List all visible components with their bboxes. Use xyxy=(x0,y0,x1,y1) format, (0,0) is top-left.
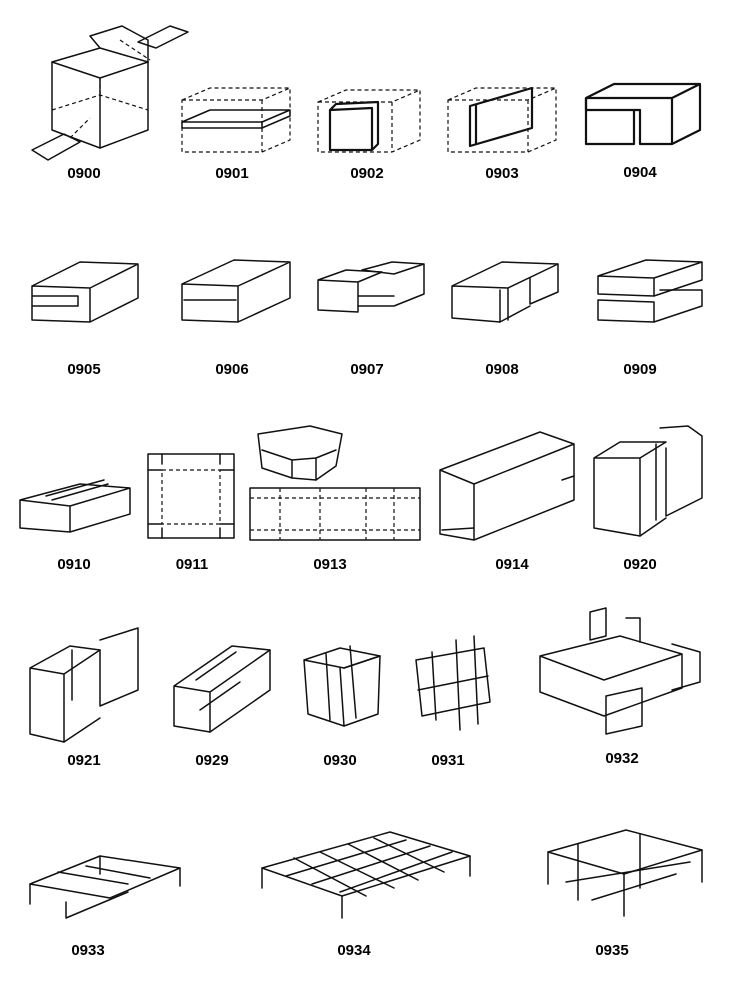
channel-insert-icon xyxy=(173,645,271,733)
style-code-0913: 0913 xyxy=(313,556,346,573)
figure-0908: 0908 xyxy=(451,261,559,378)
style-code-0909: 0909 xyxy=(623,361,656,378)
figure-0906: 0906 xyxy=(181,259,291,378)
divider-grid-icon xyxy=(415,635,491,731)
style-code-0907: 0907 xyxy=(350,361,383,378)
style-code-0901: 0901 xyxy=(215,165,248,182)
low-divider-grid-icon xyxy=(29,855,181,919)
figure-0935: 0935 xyxy=(547,829,703,959)
style-code-0935: 0935 xyxy=(595,942,628,959)
figure-0907: 0907 xyxy=(317,261,425,378)
figure-0920: 0920 xyxy=(593,425,703,573)
figure-0910: 0910 xyxy=(19,479,131,573)
slotted-sleeve-icon xyxy=(19,479,131,533)
multi-cell-divider-icon xyxy=(261,831,471,919)
style-code-0920: 0920 xyxy=(623,556,656,573)
flat-blank-icon xyxy=(147,453,235,539)
figure-0904: 0904 xyxy=(584,82,702,181)
open-liner-icon xyxy=(451,261,559,323)
corner-liner-icon xyxy=(29,627,139,743)
figure-0911: 0911 xyxy=(147,453,235,573)
style-code-0931: 0931 xyxy=(431,752,464,769)
style-code-0905: 0905 xyxy=(67,361,100,378)
cross-partition-icon xyxy=(303,645,381,727)
liner-sleeve-icon xyxy=(584,82,702,146)
figure-0932: 0932 xyxy=(539,607,701,767)
figure-0909: 0909 xyxy=(597,259,703,378)
figure-0901: 0901 xyxy=(181,87,291,182)
figure-0903: 0903 xyxy=(447,86,557,182)
style-code-0910: 0910 xyxy=(57,556,90,573)
wrap-blank-icon xyxy=(249,425,421,541)
style-code-0904: 0904 xyxy=(623,164,657,181)
style-code-0930: 0930 xyxy=(323,752,356,769)
double-tray-icon xyxy=(597,259,703,323)
figure-0933: 0933 xyxy=(29,855,181,959)
figure-0930: 0930 xyxy=(303,645,381,769)
style-code-0921: 0921 xyxy=(67,752,100,769)
figure-0914: 0914 xyxy=(439,431,575,573)
figure-0929: 0929 xyxy=(173,645,271,769)
figure-0905: 0905 xyxy=(31,261,139,378)
tall-liner-icon xyxy=(593,425,703,537)
style-code-0911: 0911 xyxy=(176,556,209,573)
figure-0913: 0913 xyxy=(249,425,421,573)
tray-sleeve-icon xyxy=(31,261,139,323)
figure-0921: 0921 xyxy=(29,627,139,769)
style-code-0933: 0933 xyxy=(71,942,104,959)
figure-0902: 0902 xyxy=(317,89,421,182)
partition-end-icon xyxy=(317,89,421,153)
style-code-0914: 0914 xyxy=(495,556,529,573)
style-code-0908: 0908 xyxy=(485,361,518,378)
stepped-sleeve-icon xyxy=(317,261,425,313)
style-code-0929: 0929 xyxy=(195,752,228,769)
style-code-0934: 0934 xyxy=(337,942,371,959)
style-code-0902: 0902 xyxy=(350,165,383,182)
style-code-0906: 0906 xyxy=(215,361,248,378)
long-sleeve-icon xyxy=(439,431,575,541)
cell-frame-icon xyxy=(539,607,701,735)
tall-divider-grid-icon xyxy=(547,829,703,917)
style-code-0932: 0932 xyxy=(605,750,638,767)
partition-center-icon xyxy=(447,86,557,153)
pad-insert-icon xyxy=(181,87,291,153)
style-code-0903: 0903 xyxy=(485,165,518,182)
figure-0931: 0931 xyxy=(415,635,491,769)
closed-sleeve-icon xyxy=(181,259,291,323)
style-code-0900: 0900 xyxy=(67,165,100,182)
figure-0934: 0934 xyxy=(261,831,471,959)
figure-0900: 0900 xyxy=(31,25,189,182)
folder-with-flaps-icon xyxy=(31,25,189,161)
